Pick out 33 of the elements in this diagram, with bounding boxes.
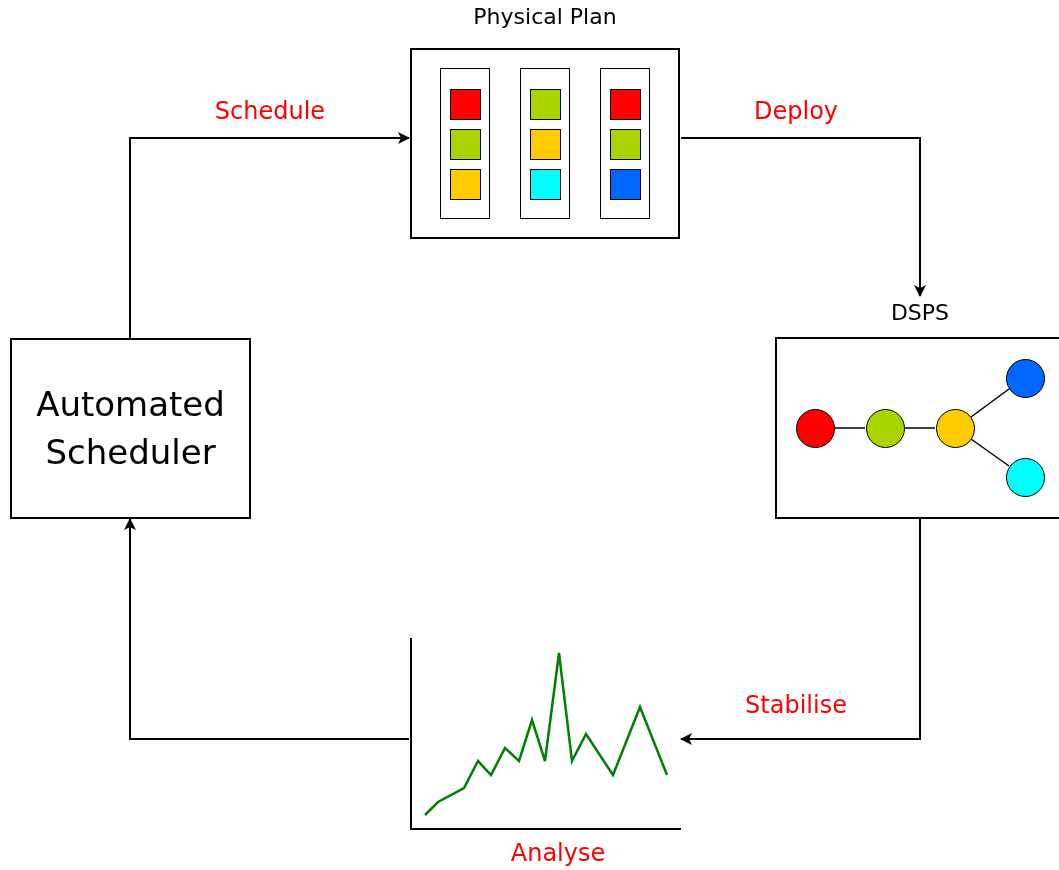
edge-label: Schedule (214, 97, 326, 125)
operator-circle (936, 409, 975, 448)
task-square (610, 89, 641, 120)
task-square (450, 89, 481, 120)
task-square (610, 169, 641, 200)
arrow (680, 137, 926, 297)
edge-label: Deploy (754, 97, 838, 125)
chart-caption: Analyse (510, 839, 606, 867)
link-line (970, 388, 1010, 418)
operator-circle (796, 409, 835, 448)
task-square (610, 129, 641, 160)
task-square (450, 129, 481, 160)
task-square (530, 129, 561, 160)
operator-circle (1006, 458, 1045, 497)
operator-circle (1006, 359, 1045, 398)
task-square (530, 169, 561, 200)
column-box (440, 68, 490, 219)
arrow (680, 518, 921, 745)
column-box (520, 68, 570, 219)
line-chart-drawing (409, 638, 681, 831)
arrow (129, 132, 410, 339)
operator-circle (866, 409, 905, 448)
edge-label: Stabilise (745, 691, 847, 719)
box-heading: DSPS (889, 300, 951, 325)
process-box: Automated Scheduler (10, 338, 251, 519)
task-square (530, 89, 561, 120)
column-box (600, 68, 650, 219)
box-heading: Physical Plan (472, 4, 618, 29)
link-line (834, 427, 866, 429)
arrow (124, 518, 410, 740)
task-square (450, 169, 481, 200)
link-line (904, 427, 936, 429)
link-line (970, 438, 1010, 467)
